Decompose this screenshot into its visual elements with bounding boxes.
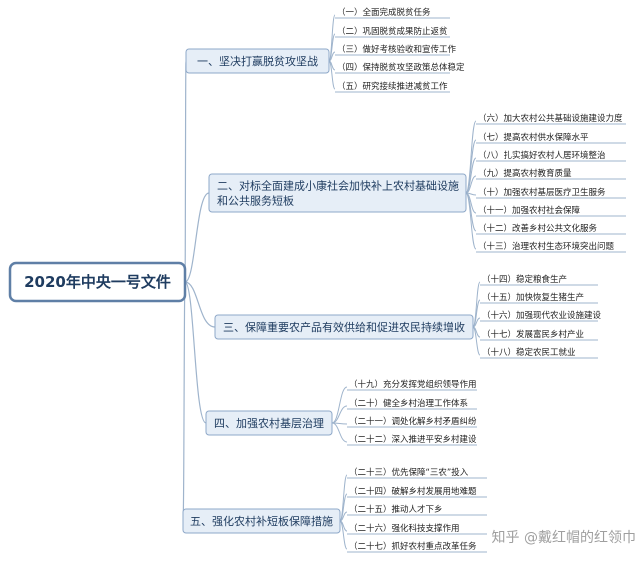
leaf-item: （十）加强农村基层医疗卫生服务 [478, 187, 606, 198]
branch-3: 三、保障重要农产品有效供给和促进农民持续增收 （十四）稳定粮食生产 （十五）加快恢复… [214, 274, 602, 359]
branch-4: 四、加强农村基层治理 （十九）充分发挥党组织领导作用 （二十）健全乡村治理工作体系 （… [205, 379, 477, 446]
leaf-connector [328, 60, 336, 90]
leaf-item: （十四）稳定粮食生产 [482, 274, 567, 285]
root-connector-1 [184, 60, 187, 283]
branch-box [182, 508, 341, 534]
watermark: 知乎 @戴红帽的红领巾 [450, 525, 636, 549]
leaf-item: （十九）充分发挥党组织领导作用 [349, 379, 477, 390]
branch-title: 五、强化农村补短板保障措施 [190, 514, 333, 528]
leaf-connector [472, 281, 481, 328]
branch-box [214, 314, 474, 340]
root-connector-5 [182, 281, 186, 522]
leaf-connector [331, 405, 348, 424]
leaf-connector [331, 422, 348, 443]
branch-5: 五、强化农村补短板保障措施 （二十三）优先保障“三农”投入 （二十四）破解乡村发展用… [182, 467, 487, 553]
branches: 一、坚决打赢脱贫攻坚战 （一）全面完成脱贫任务 （二）巩固脱贫成果防止返贫 （三）做好… [182, 7, 626, 553]
leaf-item: （一）全面完成脱贫任务 [337, 7, 431, 18]
root-connector-2 [184, 192, 210, 283]
branch-title: 三、保障重要农产品有效供给和促进农民持续增收 [223, 320, 465, 334]
leaf-item: （八）扎实搞好农村人居环境整治 [478, 150, 606, 161]
leaf-item: （九）提高农村教育质量 [478, 168, 572, 179]
leaf-item: （二十）健全乡村治理工作体系 [349, 398, 468, 409]
leaf-item: （二十二）深入推进平安乡村建设 [349, 434, 477, 445]
leaf-item: （十五）加快恢复生猪生产 [482, 292, 584, 303]
watermark-text: 知乎 @戴红帽的红领巾 [491, 530, 636, 546]
leaf-connector [339, 474, 348, 522]
root-box [8, 261, 187, 303]
leaf-connector [465, 120, 477, 194]
leaf-connector [465, 175, 477, 194]
root-title: 2020年中央一号文件 [24, 273, 171, 291]
leaf-item: （十三）治理农村生态环境突出问题 [478, 241, 615, 252]
branch-title: 二、对标全面建成小康社会加快补上农村基础设施 [217, 179, 459, 193]
leaf-connector [328, 14, 336, 62]
root-connector-4 [184, 281, 207, 424]
leaf-connector [331, 386, 348, 424]
leaf-item: （十七）发展富民乡村产业 [482, 329, 584, 340]
branch-title: 四、加强农村基层治理 [214, 416, 324, 430]
leaf-item: （二十四）破解乡村发展用地难题 [349, 486, 477, 497]
branch-1: 一、坚决打赢脱贫攻坚战 （一）全面完成脱贫任务 （二）巩固脱贫成果防止返贫 （三）做好… [185, 7, 465, 93]
leaf-item: （二十六）强化科技支撑作用 [349, 523, 460, 534]
leaf-connector [465, 192, 477, 250]
leaf-item: （二）巩固脱贫成果防止返贫 [337, 26, 448, 37]
leaf-item: （五）研究接续推进减贫工作 [337, 81, 448, 92]
leaf-item: （二十七）抓好农村重点改革任务 [349, 541, 477, 552]
branch-title: 一、坚决打赢脱贫攻坚战 [197, 54, 318, 68]
leaf-item: （十一）加强农村社会保障 [478, 205, 581, 216]
leaf-item: （七）提高农村供水保障水平 [478, 132, 589, 143]
root-connector-3 [184, 281, 216, 328]
leaf-connector [339, 520, 348, 550]
branch-box [205, 410, 333, 436]
leaf-item: （六）加大农村公共基础设施建设力度 [478, 113, 623, 124]
root-node: 2020年中央一号文件 [8, 261, 187, 303]
leaf-item: （十二）改善乡村公共文化服务 [478, 223, 598, 234]
leaf-connector [472, 326, 481, 356]
leaf-item: （十六）加强现代农业设施建设 [482, 310, 602, 321]
leaf-item: （四）保持脱贫攻坚政策总体稳定 [337, 62, 465, 73]
leaf-item: （二十一）调处化解乡村矛盾纠纷 [349, 416, 477, 427]
leaf-item: （十八）稳定农民工就业 [482, 347, 576, 358]
leaf-item: （二十五）推动人才下乡 [349, 504, 443, 515]
branch-box [185, 48, 330, 74]
branch-title: 和公共服务短板 [217, 194, 294, 208]
leaf-item: （二十三）优先保障“三农”投入 [349, 467, 469, 478]
leaf-item: （三）做好考核验收和宣传工作 [337, 44, 457, 55]
branch-box [208, 173, 467, 213]
